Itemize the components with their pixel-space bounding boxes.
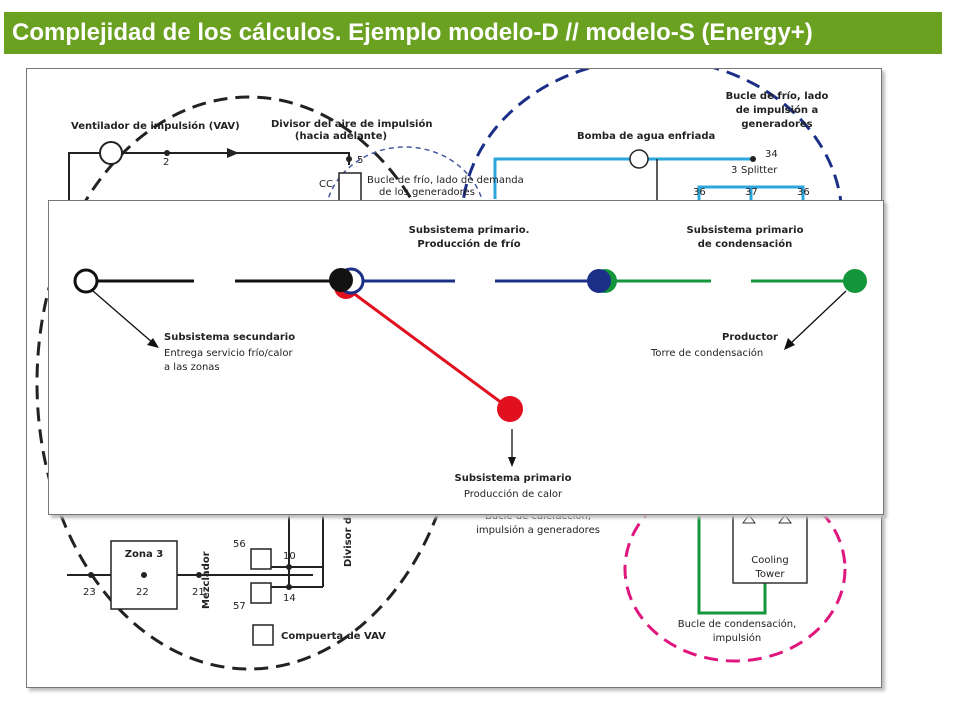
chw-demand-1: Bucle de frío, lado de demanda xyxy=(367,175,524,186)
splitter-label: Splitter xyxy=(741,165,778,176)
fan-icon xyxy=(99,141,123,165)
slide-title: Complejidad de los cálculos. Ejemplo mod… xyxy=(4,12,942,54)
secondary-desc-1: Entrega servicio frío/calor xyxy=(164,348,293,359)
mixer-label: Mezclador xyxy=(201,551,212,609)
heat-node xyxy=(497,396,523,422)
node-36b: 36 xyxy=(797,187,810,198)
node-56: 56 xyxy=(233,539,246,550)
secondary-desc-2: a las zonas xyxy=(164,362,220,373)
primary-heat-desc: Producción de calor xyxy=(463,489,563,500)
cooling-tower-2: Tower xyxy=(755,569,785,580)
chw-supply-1: Bucle de frío, lado xyxy=(725,91,829,102)
divider-label-1: Divisor del aire de impulsión xyxy=(271,119,433,130)
producer-node xyxy=(843,269,867,293)
cc-label: CC xyxy=(319,179,333,190)
node-23: 23 xyxy=(83,587,96,598)
primary-cond-title-1: Subsistema primario xyxy=(686,225,804,236)
flow-arrow-icon xyxy=(227,148,239,158)
heating-label-1: Bucle de calefacción, xyxy=(484,511,592,522)
chw-pipe xyxy=(493,157,753,199)
chw-demand-2: de los generadores xyxy=(379,187,475,198)
heating-label-2: impulsión a generadores xyxy=(476,525,600,536)
primary-cold-title-2: Producción de frío xyxy=(417,239,521,250)
primary-cond-title-2: de condensación xyxy=(697,239,793,250)
pump-icon xyxy=(629,149,649,169)
subsystems-lines xyxy=(73,267,867,467)
node-22: 22 xyxy=(136,587,149,598)
cooling-coil-icon xyxy=(338,172,362,202)
condenser-loop-boundary xyxy=(623,475,847,663)
node-5: 5 xyxy=(357,155,364,166)
node-14: 14 xyxy=(283,593,296,604)
node-21: 21 xyxy=(192,587,205,598)
node-2: 2 xyxy=(163,157,170,168)
producer-title: Productor xyxy=(722,332,778,343)
cooling-tower-1: Cooling xyxy=(751,555,789,566)
node-37: 37 xyxy=(745,187,758,198)
arrow-icon xyxy=(508,457,516,467)
pump-label: Bomba de agua enfriada xyxy=(577,131,716,142)
vav-damper-label: Compuerta de VAV xyxy=(281,631,386,642)
arrow-icon xyxy=(784,338,795,350)
divider-label-2: (hacia adelante) xyxy=(294,131,388,142)
fan-label: Ventilador de impulsión (VAV) xyxy=(71,121,240,132)
zona-label: Zona 3 xyxy=(124,549,164,560)
node-10: 10 xyxy=(283,551,296,562)
divisor-label: Divisor de xyxy=(343,510,354,567)
vav-damper-icon xyxy=(252,624,274,646)
chw-supply-3: generadores xyxy=(741,119,813,130)
condenser-label-1: Bucle de condensación, xyxy=(677,619,797,630)
chw-supply-2: de impulsión a xyxy=(735,105,819,116)
cooling-tower-box xyxy=(732,506,808,584)
junction-node xyxy=(329,268,353,292)
primary-cold-title-1: Subsistema primario. xyxy=(408,225,530,236)
cold-junction-node xyxy=(587,269,611,293)
subsystems-diagram: Subsistema primario. Producción de frío … xyxy=(48,200,884,515)
secondary-node xyxy=(73,268,99,294)
primary-heat-title: Subsistema primario xyxy=(454,473,572,484)
node-57: 57 xyxy=(233,601,246,612)
secondary-title: Subsistema secundario xyxy=(164,332,296,343)
condenser-label-2: impulsión xyxy=(712,633,762,644)
heat-line xyxy=(344,285,511,411)
producer-desc: Torre de condensación xyxy=(651,348,764,359)
arrow-icon xyxy=(147,338,159,348)
node-3: 3 xyxy=(731,165,738,176)
node-34: 34 xyxy=(765,149,778,160)
node-36a: 36 xyxy=(693,187,706,198)
